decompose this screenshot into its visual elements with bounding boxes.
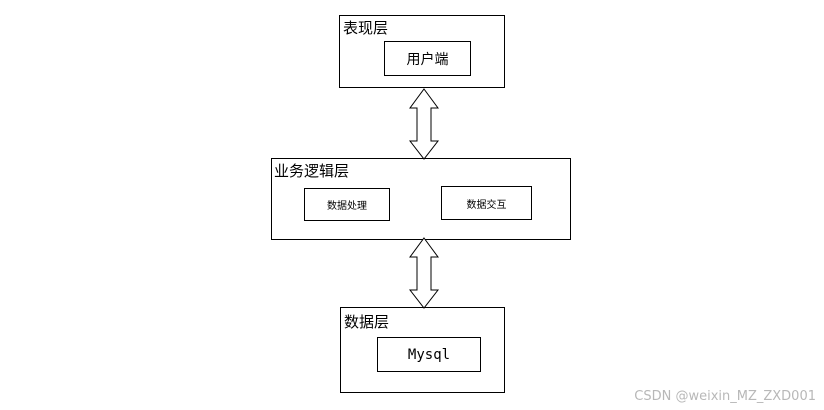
data-processing-node-label: 数据处理 (327, 201, 367, 212)
data-layer-box: 数据层 Mysql (340, 307, 505, 393)
data-processing-node: 数据处理 (304, 188, 390, 221)
presentation-logic-double-arrow (408, 88, 440, 160)
data-exchange-node: 数据交互 (441, 186, 532, 220)
mysql-node-label: Mysql (407, 346, 451, 363)
data-exchange-node-label: 数据交互 (466, 199, 507, 211)
presentation-layer-title: 表现层 (343, 19, 389, 37)
presentation-layer-box: 表现层 用户端 (339, 15, 505, 88)
client-node: 用户端 (384, 41, 471, 76)
data-layer-title: 数据层 (344, 313, 390, 331)
business-logic-layer-title: 业务逻辑层 (274, 162, 350, 180)
logic-data-double-arrow (408, 237, 440, 309)
client-node-label: 用户端 (406, 51, 449, 68)
business-logic-layer-box: 业务逻辑层 数据处理 数据交互 (271, 158, 571, 240)
mysql-node: Mysql (377, 337, 481, 372)
csdn-watermark: CSDN @weixin_MZ_ZXD001 (634, 389, 816, 404)
